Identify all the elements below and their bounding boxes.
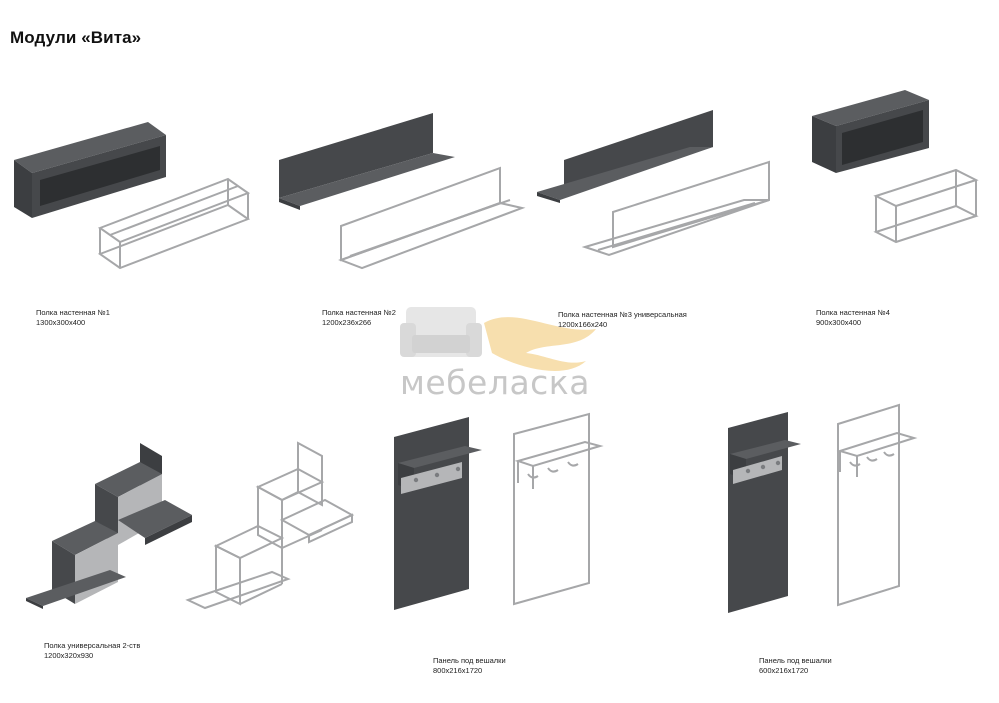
product-caption-shelf-4: Полка настенная №4 900x300x400 [816,308,890,327]
product-caption-shelf-1: Полка настенная №1 1300x300x400 [36,308,110,327]
product-caption-hanger-panel-600: Панель под вешалки 600x216x1720 [759,656,832,675]
universal-shelf-wireframe [185,441,355,610]
product-size: 900x300x400 [816,317,862,327]
product-name: Панель под вешалки [433,656,506,665]
shelf-3-wireframe [581,160,770,257]
product-size: 1200x236x266 [322,317,372,327]
hanger-panel-600-wireframe [836,403,918,607]
product-name: Панель под вешалки [759,656,832,665]
page-title: Модули «Вита» [10,28,142,47]
product-caption-shelf-3: Полка настенная №3 универсальная 1200x16… [558,310,687,329]
product-name: Полка настенная №3 универсальная [558,310,687,319]
sofa-icon [400,307,482,357]
hanger-panel-800-render [394,417,482,610]
wave-icon [484,317,596,371]
hanger-panel-800-wireframe [513,412,604,606]
shelf-1-render [14,122,166,218]
shelf-4-wireframe [873,168,979,244]
shelf-1-wireframe [97,177,251,270]
product-size: 1300x300x400 [36,317,86,327]
product-name: Полка универсальная 2-ств [44,641,141,650]
hanger-panel-600-render [728,412,801,613]
product-caption-hanger-panel-800: Панель под вешалки 800x216x1720 [433,656,506,675]
product-caption-universal-shelf: Полка универсальная 2-ств 1200x320x930 [44,641,140,660]
universal-shelf-render [26,443,192,609]
product-name: Полка настенная №4 [816,308,890,317]
brand-name: мебеласка [400,363,590,402]
product-name: Полка настенная №2 [322,308,396,317]
product-name: Полка настенная №1 [36,308,110,317]
product-size: 800x216x1720 [433,665,483,675]
product-caption-shelf-2: Полка настенная №2 1200x236x266 [322,308,396,327]
brand-logo [400,307,596,371]
product-size: 600x216x1720 [759,665,809,675]
shelf-2-render [279,113,455,210]
product-size: 1200x166x240 [558,319,608,329]
shelf-2-wireframe [338,166,526,270]
shelf-3-render [537,110,713,203]
shelf-4-render [812,90,929,173]
product-size: 1200x320x930 [44,650,94,660]
